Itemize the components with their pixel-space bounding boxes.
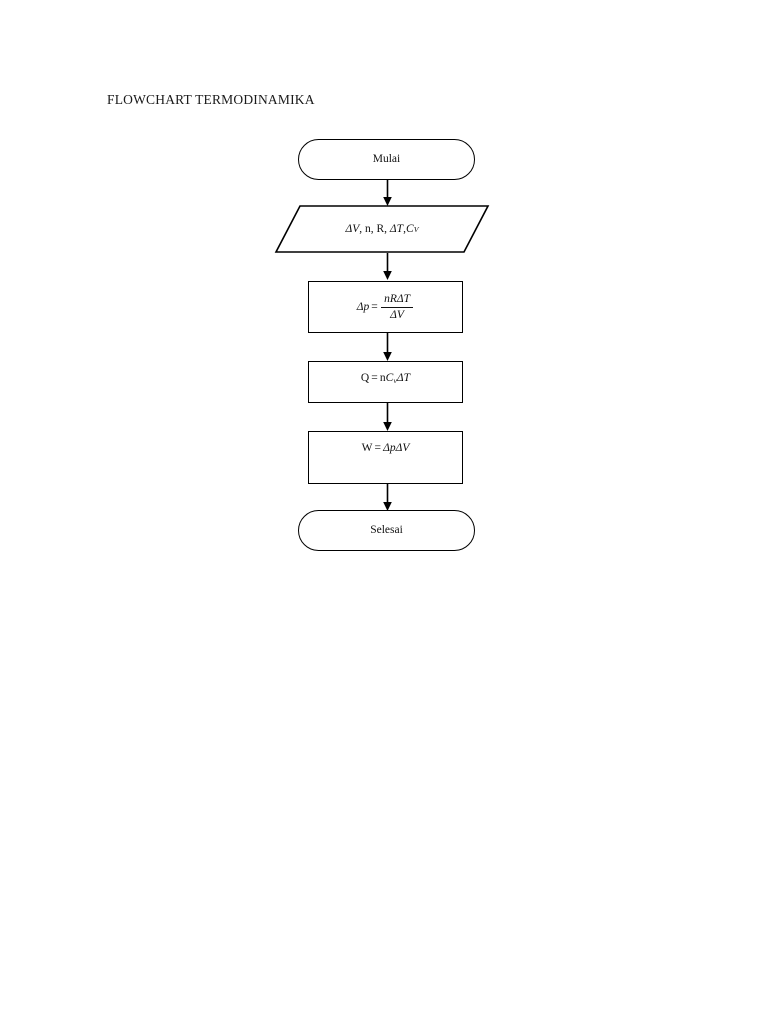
- heat-var-c: C: [385, 372, 394, 384]
- work-delta-p: Δp: [383, 442, 396, 454]
- flow-node-calc-pressure[interactable]: Δp = nRΔT ΔV: [308, 281, 463, 333]
- flow-node-end-label: Selesai: [370, 524, 403, 537]
- pressure-numerator: nRΔT: [381, 293, 413, 308]
- connector-calc-work-to-end: [379, 484, 396, 512]
- connector-start-to-input: [379, 180, 396, 207]
- heat-var-c-subscript: v: [393, 376, 397, 386]
- connector-input-to-calc-pressure: [379, 253, 396, 281]
- flow-node-end[interactable]: Selesai: [298, 510, 475, 551]
- page-title: FLOWCHART TERMODINAMIKA: [107, 92, 315, 107]
- connector-calc-heat-to-calc-work: [379, 403, 396, 432]
- flow-node-start-label: Mulai: [372, 153, 401, 166]
- flow-node-start[interactable]: Mulai: [298, 139, 475, 180]
- pressure-fraction: nRΔT ΔV: [381, 293, 413, 321]
- heat-lhs: Q: [360, 372, 370, 384]
- heat-var-n: n: [379, 372, 386, 384]
- work-lhs: W: [361, 442, 373, 454]
- flow-node-calc-heat[interactable]: Q=nCvΔT: [308, 361, 463, 403]
- heat-equals: =: [371, 372, 378, 384]
- pressure-equals: =: [371, 300, 378, 313]
- work-equals: =: [374, 442, 382, 454]
- flow-node-calc-work[interactable]: W=ΔpΔV: [308, 431, 463, 484]
- work-delta-v: ΔV: [395, 442, 410, 454]
- flow-node-calc-heat-label: Q=nCvΔT: [361, 362, 410, 386]
- flow-node-calc-pressure-label: Δp = nRΔT ΔV: [357, 293, 415, 321]
- flow-node-calc-work-label: W=ΔpΔV: [362, 432, 410, 455]
- pressure-lhs: Δp: [356, 300, 370, 313]
- pressure-denominator: ΔV: [390, 308, 404, 321]
- connector-calc-pressure-to-calc-heat: [379, 333, 396, 362]
- heat-var-delta-t: ΔT: [396, 372, 411, 384]
